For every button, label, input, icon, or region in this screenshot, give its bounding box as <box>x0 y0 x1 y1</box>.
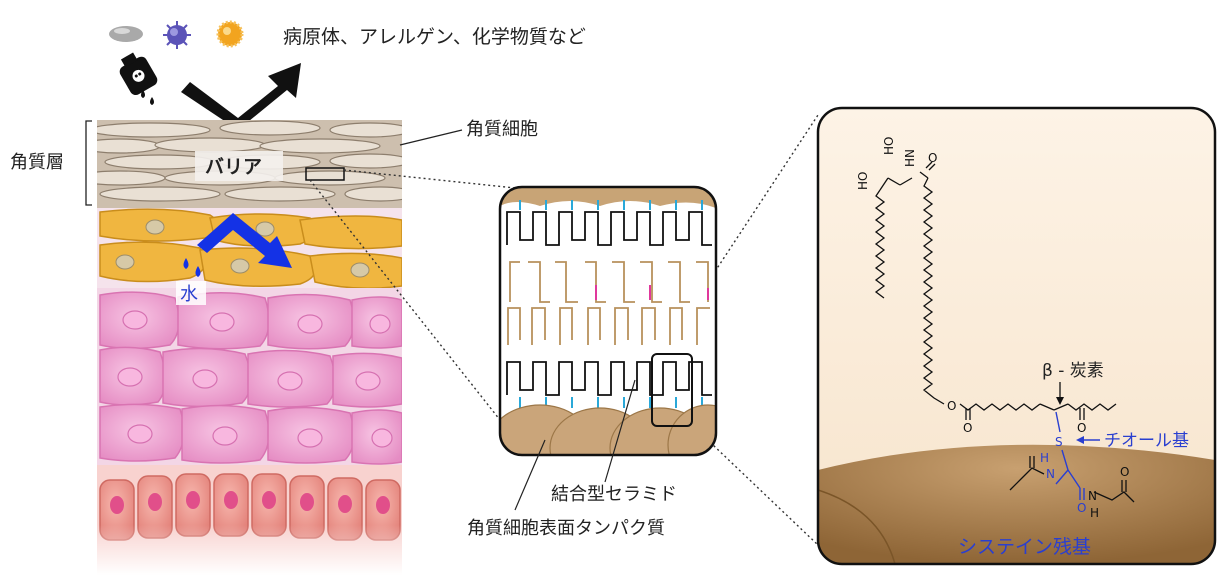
ceramide-zoom-panel <box>498 185 718 457</box>
chemical-bottle-icon <box>119 52 158 96</box>
repel-arrow <box>181 63 301 130</box>
atom-o-carbonyl-1: O <box>963 421 972 435</box>
atom-n-bot: N <box>1088 489 1097 503</box>
atom-o-top: O <box>928 151 937 165</box>
bacterium-icon <box>109 26 143 42</box>
atom-hn: HN <box>903 149 917 167</box>
hazard-icons <box>109 20 244 105</box>
pollen-icon <box>216 20 244 48</box>
stratum-corneum-label: 角質層 <box>10 152 64 173</box>
envelope-protein-label: 角質細胞表面タンパク質 <box>467 518 665 539</box>
barrier-label: バリア <box>205 156 262 178</box>
atom-h-bot: H <box>1090 506 1099 520</box>
beta-carbon-label: β - 炭素 <box>1042 361 1104 381</box>
zoom-box-skin <box>305 167 345 181</box>
droplet-icon <box>141 90 145 98</box>
stratum-corneum-bracket <box>85 120 92 206</box>
atom-o-bot: O <box>1120 465 1129 479</box>
thiol-label: チオール基 <box>1104 431 1189 451</box>
atom-s: S <box>1055 435 1063 449</box>
barrier-label-bg <box>195 151 283 181</box>
cysteine-label: システイン残基 <box>958 536 1091 558</box>
atom-o-carbonyl-2: O <box>1077 421 1086 435</box>
atom-ho-1: HO <box>856 172 870 190</box>
water-label: 水 <box>180 284 198 305</box>
atom-n-top: N <box>1046 467 1055 481</box>
virus-icon <box>163 21 191 49</box>
hazards-label: 病原体、アレルゲン、化学物質など <box>283 26 586 48</box>
bound-ceramide-label: 結合型セラミド <box>551 484 677 505</box>
corneocyte-label: 角質細胞 <box>466 119 538 140</box>
water-drops <box>183 258 201 277</box>
atom-o-cys: O <box>1077 501 1086 515</box>
atom-h-top: H <box>1040 451 1049 465</box>
chemical-structure-panel: HO HO HN O O O O S H N O N H O β - 炭素 チオ… <box>816 106 1217 566</box>
water-loss-arrow <box>197 213 292 268</box>
atom-ho-2: HO <box>882 137 896 155</box>
atom-o-ester: O <box>947 399 956 413</box>
zoom-box-ceramide <box>651 353 693 427</box>
zoom-lines <box>309 114 819 546</box>
skin-cross-section <box>97 120 402 575</box>
